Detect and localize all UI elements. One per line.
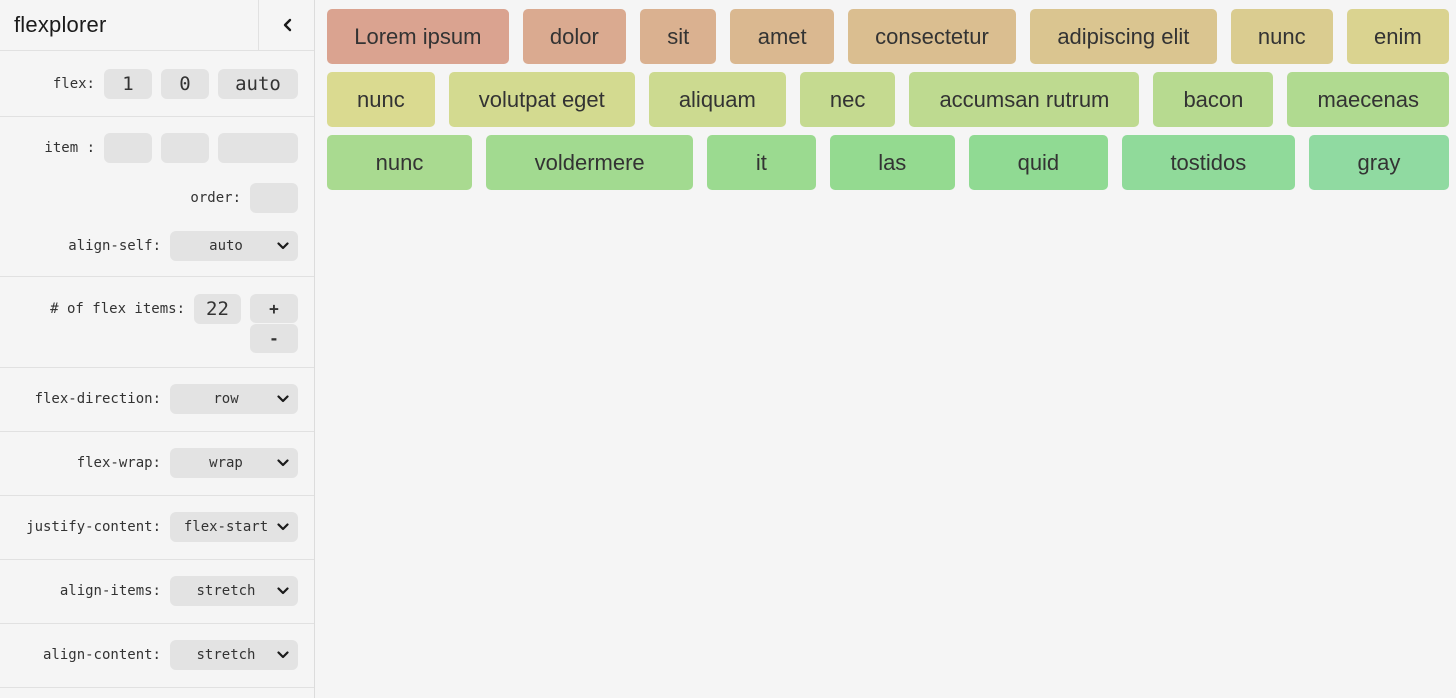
justify-content-select[interactable]: flex-start [170,512,298,542]
flex-direction-section: flex-direction: row [0,368,314,432]
flex-shrink-input[interactable] [161,69,209,99]
order-input[interactable] [250,183,298,213]
flex-item: enim [1346,9,1449,64]
flex-wrap-label: flex-wrap: [76,455,161,471]
flex-section: flex: [0,51,314,117]
flex-count-input[interactable] [194,294,241,324]
flex-item: dolor [522,9,627,64]
flex-count-label: # of flex items: [50,301,185,317]
flex-wrap-section: flex-wrap: wrap [0,432,314,496]
align-items-section: align-items: stretch [0,560,314,624]
align-self-select[interactable]: auto [170,231,298,261]
flex-item: adipiscing elit [1030,9,1217,64]
align-self-label: align-self: [68,238,161,254]
decrement-items-button[interactable]: - [250,324,298,353]
flex-item: sit [640,9,717,64]
item-grow-input[interactable] [104,133,152,163]
flex-item: quid [968,135,1108,190]
flex-item: it [707,135,816,190]
flex-direction-select[interactable]: row [170,384,298,414]
flex-label: flex: [52,76,95,92]
flex-item: Lorem ipsum [327,9,509,64]
item-basis-input[interactable] [218,133,298,163]
flex-direction-label: flex-direction: [34,391,161,407]
item-section: item : order: align-self: auto [0,117,314,277]
item-shrink-input[interactable] [161,133,209,163]
align-content-section: align-content: stretch [0,624,314,688]
increment-items-button[interactable]: + [250,294,298,323]
chevron-left-icon [282,18,292,32]
flex-item: nunc [1230,9,1333,64]
flex-item: nec [799,72,896,127]
flex-item: gray [1308,135,1449,190]
order-label: order: [190,190,241,206]
align-items-label: align-items: [59,583,161,599]
app-title: flexplorer [14,12,107,37]
flex-item: nunc [327,72,435,127]
flex-grow-input[interactable] [104,69,152,99]
sidebar: flexplorer flex: item : order: align-se [0,0,315,698]
item-label: item : [44,140,95,156]
flex-item: accumsan rutrum [909,72,1140,127]
align-content-label: align-content: [42,647,161,663]
sidebar-header: flexplorer [0,0,314,51]
flex-wrap-select[interactable]: wrap [170,448,298,478]
flex-item: las [829,135,955,190]
flex-item: nunc [327,135,472,190]
align-content-select[interactable]: stretch [170,640,298,670]
justify-content-label: justify-content: [26,519,161,535]
flex-basis-input[interactable] [218,69,298,99]
flex-item: volutpat eget [448,72,635,127]
flex-item: aliquam [648,72,786,127]
align-items-select[interactable]: stretch [170,576,298,606]
justify-content-section: justify-content: flex-start [0,496,314,560]
flex-item: amet [730,9,834,64]
flex-item: maecenas [1287,72,1449,127]
flex-item: tostidos [1121,135,1295,190]
flex-item: bacon [1153,72,1274,127]
flex-item: consectetur [847,9,1017,64]
collapse-sidebar-button[interactable] [258,0,314,50]
flex-item: voldermere [485,135,694,190]
flex-count-section: # of flex items: + - [0,277,314,368]
